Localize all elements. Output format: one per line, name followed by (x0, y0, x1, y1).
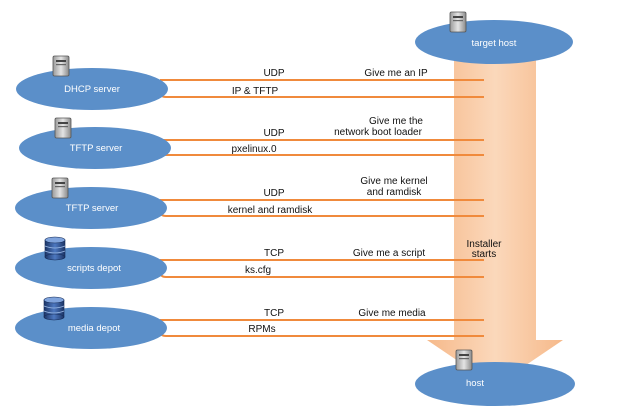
request-text-line1: Give me kernel (360, 176, 427, 187)
dhcp-server-group: DHCP server UDP Give me an IP IP & TFTP (16, 55, 484, 110)
host-label: host (466, 378, 484, 389)
request-text-line2: and ramdisk (367, 187, 422, 198)
reply-text: RPMs (248, 324, 275, 335)
database-icon (43, 296, 65, 321)
installer-label-line2: starts (472, 249, 496, 260)
reply-arrow (159, 80, 484, 98)
server-icon (52, 55, 70, 77)
scripts-depot-group: scripts depot TCP Give me a script ks.cf… (15, 236, 484, 289)
protocol-label: UDP (263, 68, 284, 79)
server-icon (51, 177, 69, 199)
protocol-label: UDP (263, 188, 284, 199)
target-host-node: target host (415, 11, 573, 64)
protocol-label: TCP (264, 308, 284, 319)
server-icon (455, 349, 473, 371)
reply-text: pxelinux.0 (231, 144, 276, 155)
host-ellipse (415, 362, 575, 406)
request-text: Give me an IP (364, 68, 428, 79)
node-label: media depot (68, 323, 121, 334)
request-text: Give me a script (353, 248, 425, 259)
node-label: TFTP server (70, 143, 123, 154)
tftp-server-1-group: TFTP server UDP Give me the network boot… (19, 116, 484, 169)
reply-text: kernel and ramdisk (228, 205, 313, 216)
node-label: TFTP server (66, 203, 119, 214)
reply-arrow (159, 200, 484, 217)
protocol-label: UDP (263, 128, 284, 139)
target-host-label: target host (472, 38, 517, 49)
reply-arrow (159, 320, 484, 337)
installer-flow-arrow (427, 55, 563, 386)
reply-text: IP & TFTP (232, 86, 279, 97)
host-node: host (415, 349, 575, 406)
request-text: Give me media (358, 308, 426, 319)
server-icon (54, 117, 72, 139)
tftp-server-2-group: TFTP server UDP Give me kernel and ramdi… (15, 176, 484, 229)
request-text-line2: network boot loader (334, 127, 423, 138)
reply-text: ks.cfg (245, 265, 271, 276)
node-label: scripts depot (67, 263, 121, 274)
protocol-label: TCP (264, 248, 284, 259)
media-depot-group: media depot TCP Give me media RPMs (15, 296, 484, 349)
reply-arrow (159, 260, 484, 278)
reply-arrow (159, 140, 484, 156)
dhcp-server-ellipse (16, 68, 168, 110)
request-text-line1: Give me the (369, 116, 423, 127)
server-icon (449, 11, 467, 33)
database-icon (44, 236, 66, 261)
installer-label-line1: Installer (466, 239, 502, 250)
node-label: DHCP server (64, 84, 120, 95)
